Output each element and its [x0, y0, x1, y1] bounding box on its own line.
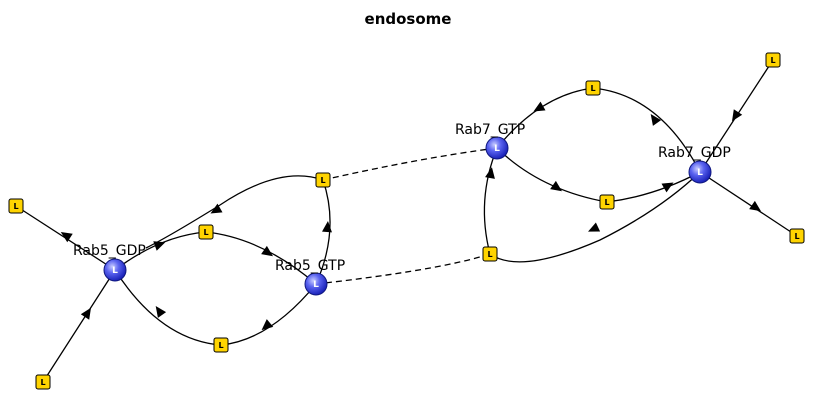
arrowhead	[261, 319, 274, 331]
edge-sq-bottom-to-rab5gdp	[114, 269, 222, 346]
arrowhead	[661, 182, 674, 193]
edges	[15, 59, 798, 383]
node-rab7gdp[interactable]: L Rab7_GDP	[658, 145, 731, 184]
edge-sq-right-to-rab7gtp	[483, 147, 498, 255]
edge-sq-top-right-to-rab7gtp	[496, 87, 594, 149]
edge-rab7gtp-to-sq-mid-right	[496, 147, 608, 203]
edge-dashed-sq-top-rab7gtp	[322, 147, 498, 181]
ligand-square: L	[765, 52, 781, 68]
ligand-square: L	[585, 80, 601, 96]
node-rab7gtp[interactable]: L Rab7_GTP	[455, 122, 525, 160]
node-label-rab5gdp: Rab5_GDP	[73, 243, 146, 259]
arrowhead	[550, 180, 563, 192]
edge-sq-mid-right-to-rab7gdp	[606, 171, 701, 203]
svg-text:L: L	[203, 228, 208, 237]
svg-text:L: L	[218, 341, 223, 350]
arrowhead	[533, 101, 546, 112]
node-rab5gdp[interactable]: L Rab5_GDP	[73, 243, 146, 282]
ligand-square: L	[198, 224, 214, 240]
arrowhead	[650, 113, 662, 126]
arrowhead	[732, 109, 743, 122]
svg-text:L: L	[13, 202, 18, 211]
edge-rab7gdp-to-sq-top-right	[592, 87, 701, 173]
arrowhead	[588, 222, 601, 232]
ligand-square: L	[789, 228, 805, 244]
ligand-square: L	[599, 194, 615, 210]
diagram-title: endosome	[365, 10, 452, 28]
svg-text:L: L	[794, 232, 799, 241]
arrowheads	[60, 101, 762, 331]
svg-text:L: L	[590, 84, 595, 93]
svg-text:L: L	[494, 144, 500, 154]
svg-text:L: L	[487, 250, 492, 259]
node-rab5gtp[interactable]: L Rab5_GTP	[275, 258, 345, 296]
ligand-square: L	[8, 198, 24, 214]
edge-sq-right-to-rab7gdp	[489, 171, 701, 263]
svg-text:L: L	[112, 266, 118, 276]
arrowhead	[80, 307, 91, 320]
node-label-rab7gtp: Rab7_GTP	[455, 122, 525, 138]
arrowhead	[155, 305, 167, 318]
ligand-square: L	[482, 246, 498, 262]
ligand-squares: L L L L L L L L L L	[8, 52, 805, 390]
arrowhead	[749, 200, 762, 212]
node-label-rab5gtp: Rab5_GTP	[275, 258, 345, 274]
svg-text:L: L	[320, 176, 325, 185]
edge-dashed-rab5gtp-sq-right	[315, 253, 491, 285]
arrowhead	[60, 232, 73, 243]
arrowhead	[261, 245, 274, 257]
ligand-square: L	[213, 337, 229, 353]
svg-text:L: L	[697, 168, 703, 178]
svg-text:L: L	[40, 378, 45, 387]
edge-sq-left-bottom-to-rab5gdp	[42, 269, 116, 383]
svg-text:L: L	[770, 56, 775, 65]
arrowhead	[210, 203, 223, 214]
edge-sq-top-to-rab5gdp	[145, 175, 324, 249]
node-label-rab7gdp: Rab7_GDP	[658, 145, 731, 161]
svg-text:L: L	[604, 198, 609, 207]
edge-sq-upper-mid-to-rab5gtp	[205, 231, 317, 285]
arrowhead	[322, 221, 332, 233]
ligand-square: L	[315, 172, 331, 188]
arrowhead	[485, 167, 495, 179]
edge-rab7gdp-to-sq-far-right	[699, 171, 798, 237]
ligand-square: L	[35, 374, 51, 390]
edge-rab5gtp-to-sq-bottom	[220, 283, 317, 346]
arrowhead	[153, 241, 166, 251]
svg-text:L: L	[313, 280, 319, 290]
